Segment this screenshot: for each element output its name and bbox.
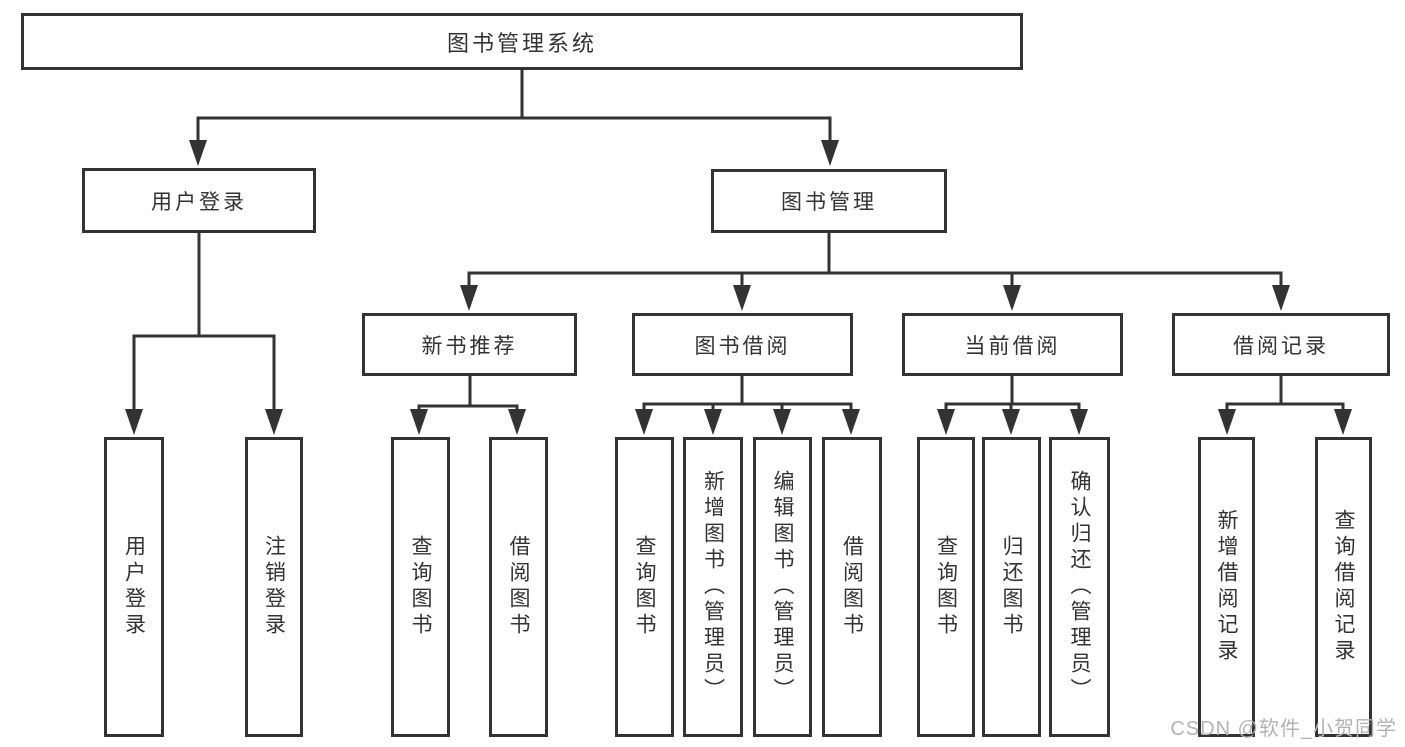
leaf-query-books-recommend-label: 查询图书 [409, 535, 432, 639]
node-user-login: 用户登录 [82, 168, 316, 233]
leaf-query-books-recommend: 查询图书 [391, 437, 450, 737]
node-new-book-recommendation: 新书推荐 [362, 313, 577, 376]
node-root: 图书管理系统 [21, 13, 1023, 70]
leaf-logout-label: 注销登录 [262, 535, 286, 639]
leaf-add-borrow-record: 新增借阅记录 [1198, 437, 1255, 737]
connector-new-book-to-leaves [410, 373, 526, 435]
leaf-add-book-admin: 新增图书（管理员） [683, 437, 743, 737]
node-book-management-label: 图书管理 [781, 191, 877, 214]
node-new-book-recommendation-label: 新书推荐 [421, 334, 518, 358]
node-user-login-label: 用户登录 [151, 190, 247, 214]
leaf-borrow-books-recommend-label: 借阅图书 [507, 535, 530, 639]
leaf-add-borrow-record-label: 新增借阅记录 [1215, 509, 1238, 665]
node-borrow-records: 借阅记录 [1172, 313, 1390, 376]
leaf-edit-book-admin: 编辑图书（管理员） [753, 437, 812, 737]
connector-book-management-to-sections [460, 230, 1290, 311]
leaf-query-borrow-record-label: 查询借阅记录 [1332, 509, 1355, 665]
leaf-borrow-books-borrowing: 借阅图书 [822, 437, 882, 737]
leaf-add-book-admin-label: 新增图书（管理员） [701, 470, 725, 704]
node-borrow-records-label: 借阅记录 [1233, 334, 1329, 358]
leaf-return-books: 归还图书 [982, 437, 1041, 737]
connector-current-borrowing-to-leaves [937, 372, 1088, 435]
leaf-user-login: 用户登录 [104, 437, 164, 737]
node-root-label: 图书管理系统 [446, 30, 597, 56]
leaf-logout: 注销登录 [245, 437, 303, 737]
leaf-user-login-label: 用户登录 [122, 535, 146, 639]
leaf-confirm-return-admin: 确认归还（管理员） [1049, 437, 1110, 737]
connector-user-login-to-leaves [125, 229, 283, 435]
leaf-return-books-label: 归还图书 [1000, 535, 1023, 639]
node-book-borrowing-label: 图书借阅 [694, 334, 791, 358]
leaf-query-borrow-record: 查询借阅记录 [1315, 437, 1372, 737]
node-current-borrowing-label: 当前借阅 [964, 334, 1061, 358]
leaf-borrow-books-recommend: 借阅图书 [489, 437, 548, 737]
node-current-borrowing: 当前借阅 [902, 313, 1123, 376]
node-book-borrowing: 图书借阅 [632, 313, 853, 376]
leaf-edit-book-admin-label: 编辑图书（管理员） [771, 470, 794, 704]
csdn-watermark: CSDN @软件_小贺同学 [1170, 718, 1397, 740]
leaf-query-books-current-label: 查询图书 [934, 535, 958, 639]
connector-borrow-records-to-leaves [1218, 372, 1352, 435]
leaf-query-books-borrowing-label: 查询图书 [633, 535, 656, 639]
leaf-query-books-borrowing: 查询图书 [615, 437, 674, 737]
leaf-confirm-return-admin-label: 确认归还（管理员） [1068, 470, 1091, 704]
connector-root-to-branches [189, 67, 839, 166]
leaf-borrow-books-borrowing-label: 借阅图书 [840, 535, 864, 639]
node-book-management: 图书管理 [711, 169, 947, 233]
connector-book-borrowing-to-leaves [635, 372, 860, 435]
leaf-query-books-current: 查询图书 [917, 437, 975, 737]
